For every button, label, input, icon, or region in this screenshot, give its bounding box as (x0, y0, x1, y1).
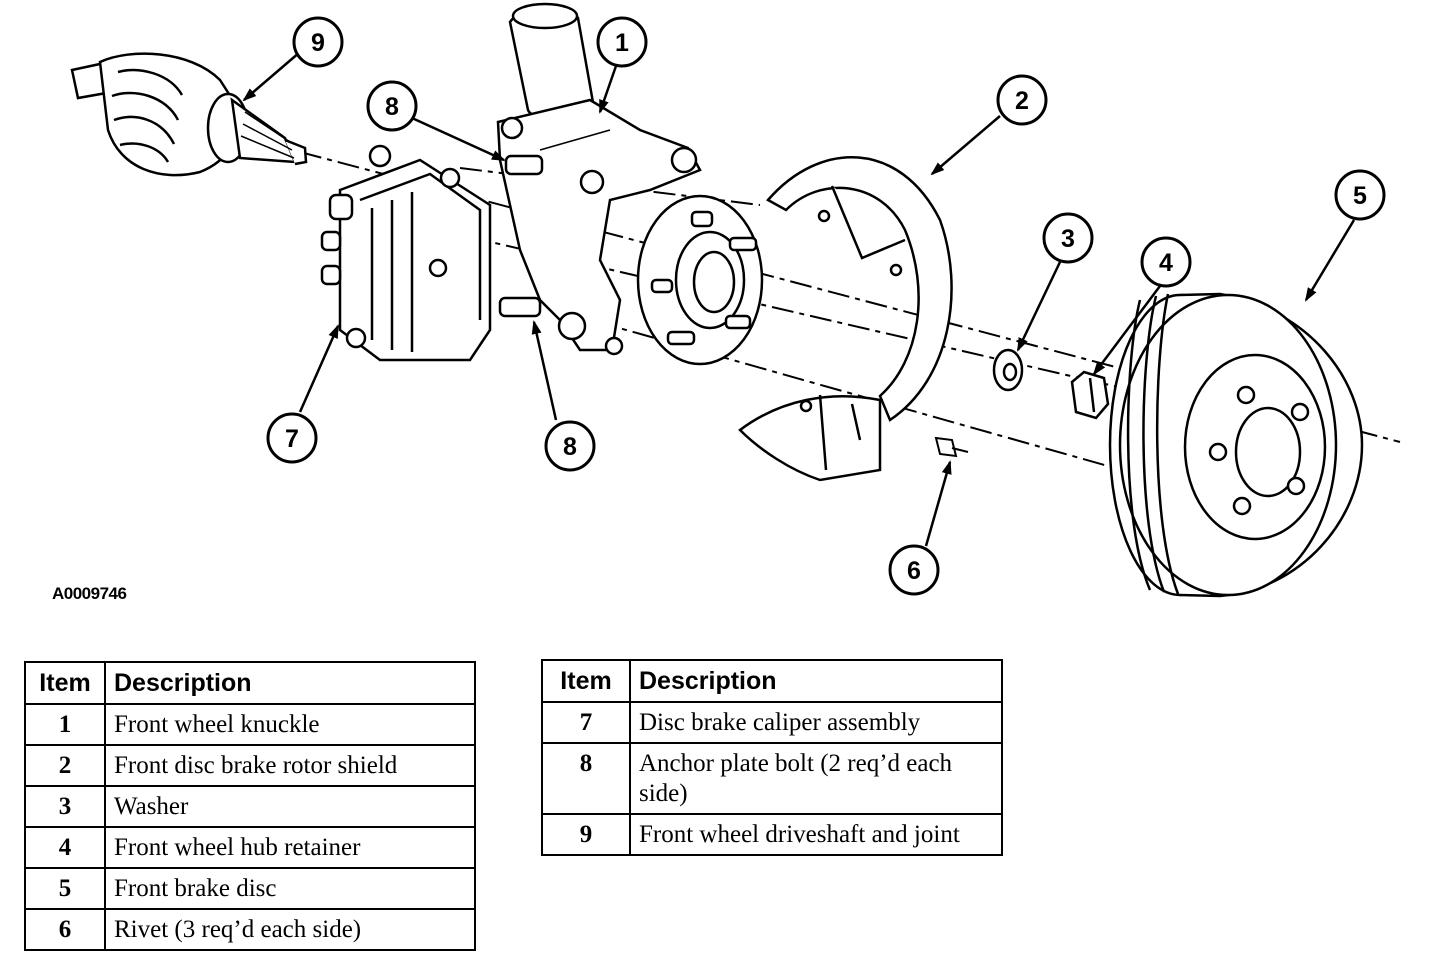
item-number: 1 (24, 703, 106, 746)
table-row: 6 Rivet (3 req’d each side) (24, 908, 476, 951)
callout-8-lower: 8 (544, 420, 596, 472)
item-number: 6 (24, 908, 106, 951)
callout-5-label: 5 (1353, 182, 1367, 210)
header-item: Item (24, 661, 106, 705)
callout-7: 7 (266, 412, 318, 464)
rivet-part (934, 436, 969, 458)
table-row: 4 Front wheel hub retainer (24, 826, 476, 869)
caliper-assembly-part (320, 144, 492, 362)
item-number: 3 (24, 785, 106, 828)
washer-part (992, 348, 1024, 392)
item-description: Rivet (3 req’d each side) (104, 908, 476, 951)
header-description: Description (629, 659, 1003, 703)
callout-2-label: 2 (1015, 87, 1029, 115)
rotor-shield-part (738, 156, 953, 482)
item-description: Front brake disc (104, 867, 476, 910)
header-item: Item (541, 659, 631, 703)
callout-9: 9 (292, 16, 344, 68)
table-row: 3 Washer (24, 785, 476, 828)
callout-6-label: 6 (907, 557, 921, 585)
exploded-view-diagram: 1 2 3 4 5 6 7 8 8 9 (70, 2, 1401, 598)
item-description: Anchor plate bolt (2 req’d each side) (629, 742, 1003, 815)
header-description: Description (104, 661, 476, 705)
item-number: 7 (541, 701, 631, 744)
table-row: 9 Front wheel driveshaft and joint (541, 813, 1003, 856)
callout-3-label: 3 (1061, 225, 1075, 253)
table-header-row: Item Description (24, 661, 476, 705)
table-row: 5 Front brake disc (24, 867, 476, 910)
item-description: Front wheel hub retainer (104, 826, 476, 869)
anchor-plate-bolts-part (498, 154, 544, 318)
item-description: Front wheel driveshaft and joint (629, 813, 1003, 856)
item-number: 2 (24, 744, 106, 787)
callout-6: 6 (888, 544, 940, 596)
figure-id: A0009746 (52, 584, 127, 603)
wheel-knuckle-part (496, 2, 702, 356)
callout-5: 5 (1334, 169, 1386, 221)
leader-arrows (242, 51, 1356, 547)
item-number: 4 (24, 826, 106, 869)
item-number: 9 (541, 813, 631, 856)
callout-3: 3 (1042, 212, 1094, 264)
item-number: 8 (541, 742, 631, 815)
table-row: 1 Front wheel knuckle (24, 703, 476, 746)
callout-7-label: 7 (285, 425, 299, 453)
callout-4-label: 4 (1159, 249, 1173, 277)
callout-8-upper: 8 (366, 80, 418, 132)
item-description: Disc brake caliper assembly (629, 701, 1003, 744)
parts-table-right: Item Description 7 Disc brake caliper as… (541, 659, 1003, 856)
item-number: 5 (24, 867, 106, 910)
brake-disc-part (1108, 292, 1364, 598)
callout-1: 1 (596, 16, 648, 68)
callout-9-label: 9 (311, 29, 325, 57)
callout-1-label: 1 (615, 29, 629, 57)
table-header-row: Item Description (541, 659, 1003, 703)
callout-8-upper-label: 8 (385, 93, 399, 121)
item-description: Washer (104, 785, 476, 828)
table-row: 2 Front disc brake rotor shield (24, 744, 476, 787)
hub-part (636, 194, 764, 366)
table-row: 7 Disc brake caliper assembly (541, 701, 1003, 744)
parts-table-left: Item Description 1 Front wheel knuckle 2… (24, 661, 476, 951)
driveshaft-joint-part (70, 52, 308, 177)
item-description: Front wheel knuckle (104, 703, 476, 746)
callout-4: 4 (1140, 236, 1192, 288)
table-row: 8 Anchor plate bolt (2 req’d each side) (541, 742, 1003, 815)
callout-2: 2 (996, 74, 1048, 126)
callout-8-lower-label: 8 (563, 433, 577, 461)
hub-retainer-nut-part (1070, 370, 1110, 420)
item-description: Front disc brake rotor shield (104, 744, 476, 787)
